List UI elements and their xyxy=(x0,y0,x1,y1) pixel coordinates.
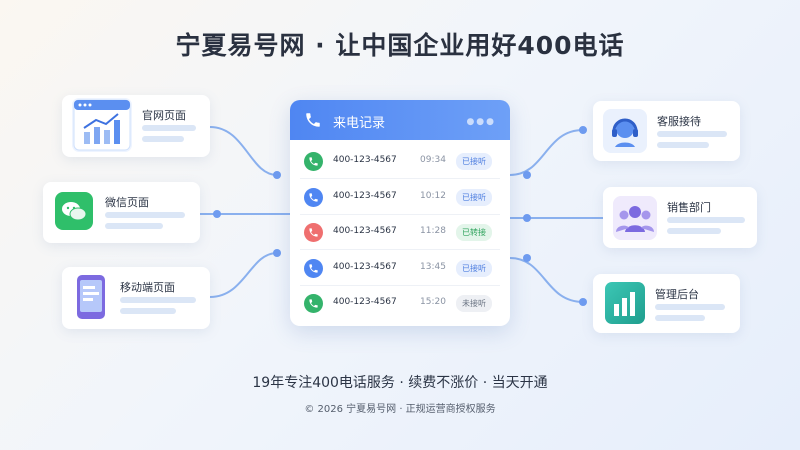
admin-backend-card[interactable]: 管理后台 xyxy=(593,274,740,333)
call-time: 09:34 xyxy=(420,155,446,165)
copyright-text: © 2026 宁夏易号网 · 正规运营商授权服务 xyxy=(304,404,496,415)
bar-chart-icon xyxy=(605,282,645,324)
call-row[interactable]: 400-123-4567 09:34 已接听 xyxy=(300,144,500,179)
website-page-card[interactable]: 官网页面 xyxy=(62,95,210,157)
placeholder-line xyxy=(120,308,176,314)
caller-number: 400-123-4567 xyxy=(333,261,397,272)
placeholder-line xyxy=(142,136,184,142)
card-title: 移动端页面 xyxy=(120,281,175,294)
caller-number: 400-123-4567 xyxy=(333,190,397,201)
customer-service-card[interactable]: 客服接待 xyxy=(593,101,740,161)
placeholder-line xyxy=(105,223,163,229)
placeholder-line xyxy=(657,142,709,148)
call-status-badge: 已接听 xyxy=(456,188,492,206)
placeholder-line xyxy=(667,217,745,223)
team-people-icon xyxy=(613,196,657,240)
call-time: 11:28 xyxy=(420,226,446,236)
card-title: 销售部门 xyxy=(667,201,711,214)
chart-browser-icon xyxy=(72,98,132,152)
placeholder-line xyxy=(655,315,705,321)
phone-icon xyxy=(306,113,320,127)
headset-agent-icon xyxy=(603,109,647,153)
card-title: 管理后台 xyxy=(655,288,699,301)
call-status-badge: 已接听 xyxy=(456,153,492,170)
call-log-header: 来电记录 ●●● xyxy=(290,100,510,140)
call-status-badge: 未接听 xyxy=(456,295,492,312)
call-time: 15:20 xyxy=(420,297,446,307)
page-headline: 宁夏易号网 · 让中国企业用好400电话 xyxy=(175,31,625,60)
call-time: 13:45 xyxy=(420,261,446,272)
caller-number: 400-123-4567 xyxy=(333,155,397,165)
service-tagline: 19年专注400电话服务 · 续费不涨价 · 当天开通 xyxy=(252,375,548,391)
call-time: 10:12 xyxy=(420,190,446,201)
call-row[interactable]: 400-123-4567 11:28 已转接 xyxy=(300,215,500,250)
call-row[interactable]: 400-123-4567 10:12 已接听 xyxy=(300,180,500,215)
phone-icon xyxy=(304,152,323,171)
call-row[interactable]: 400-123-4567 15:20 未接听 xyxy=(300,286,500,321)
placeholder-line xyxy=(142,125,196,131)
call-row[interactable]: 400-123-4567 13:45 已接听 xyxy=(300,251,500,286)
card-title: 微信页面 xyxy=(105,196,149,209)
phone-icon xyxy=(304,187,323,207)
card-title: 官网页面 xyxy=(142,109,186,122)
placeholder-line xyxy=(105,212,185,218)
window-dots: ●●● xyxy=(466,117,496,127)
placeholder-line xyxy=(120,297,196,303)
wechat-icon xyxy=(55,192,93,230)
mobile-page-card[interactable]: 移动端页面 xyxy=(62,267,210,329)
phone-icon xyxy=(304,294,323,313)
call-log-title: 来电记录 xyxy=(333,116,386,131)
caller-number: 400-123-4567 xyxy=(333,226,397,236)
call-status-badge: 已转接 xyxy=(456,224,492,241)
caller-number: 400-123-4567 xyxy=(333,297,397,307)
sales-department-card[interactable]: 销售部门 xyxy=(603,187,757,248)
phone-icon xyxy=(304,223,323,242)
phone-icon xyxy=(304,258,323,278)
placeholder-line xyxy=(655,304,725,310)
mobile-phone-icon xyxy=(76,274,106,320)
card-title: 客服接待 xyxy=(657,115,701,128)
placeholder-line xyxy=(667,228,721,234)
wechat-page-card[interactable]: 微信页面 xyxy=(43,182,200,243)
call-status-badge: 已接听 xyxy=(456,259,492,277)
placeholder-line xyxy=(657,131,727,137)
